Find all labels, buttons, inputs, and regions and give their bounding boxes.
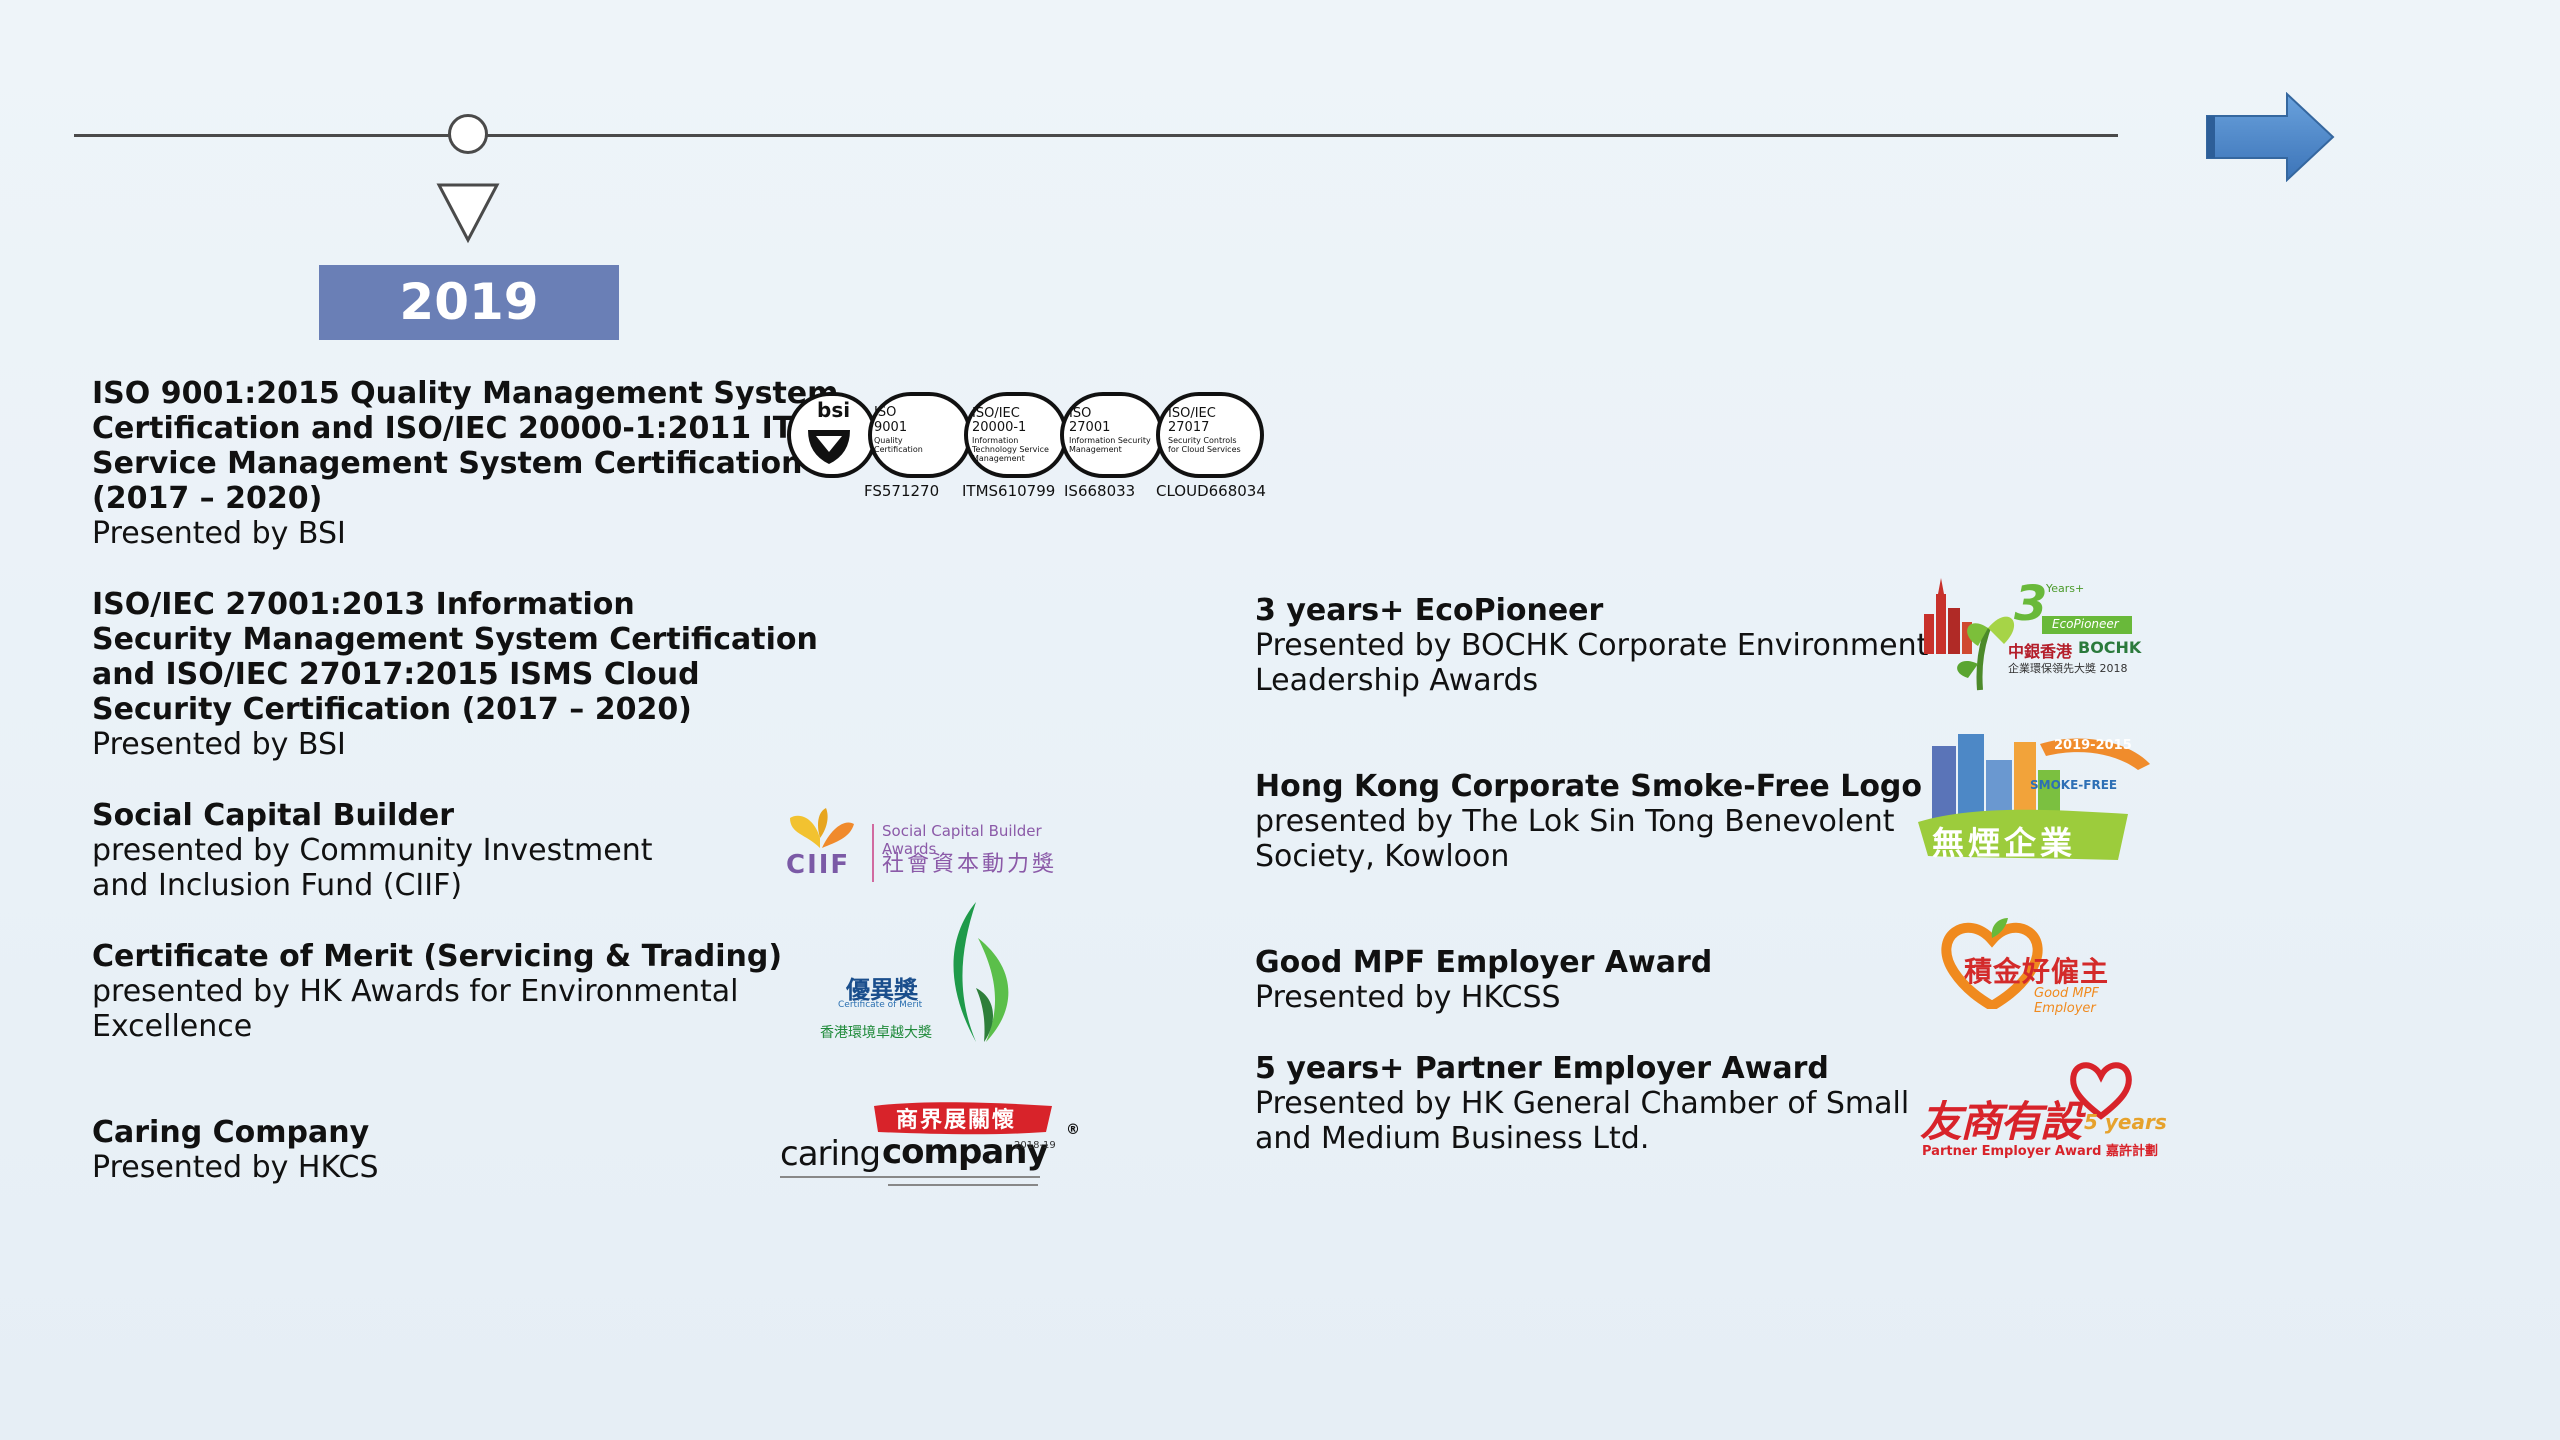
smoke-free-logo: 2019-2015 SMOKE-FREE 無煙企業 — [1918, 730, 2158, 865]
ciif-logo: CIIF Social Capital Builder Awards 社會資本動… — [782, 804, 1092, 889]
award-presenter: presented by The Lok Sin Tong Benevolent… — [1255, 804, 1895, 874]
partner-years: 5 years — [2084, 1110, 2167, 1134]
ciif-mark: CIIF — [786, 850, 851, 880]
cert-std: ISO — [1069, 406, 1092, 421]
cert-code: FS571270 — [864, 482, 940, 500]
company-word: company — [882, 1132, 1049, 1172]
award-presenter: Presented by HKCSS — [1255, 980, 1561, 1015]
cert-num: 27001 — [1069, 420, 1111, 435]
award-presenter: Presented by BOCHK Corporate Environment… — [1255, 628, 1929, 698]
partner-employer-logo: 友商有設 5 years Partner Employer Award 嘉許計劃 — [1918, 1060, 2168, 1160]
partner-chinese: 友商有設 — [1920, 1097, 2082, 1146]
award-title: Caring Company — [92, 1115, 370, 1150]
cert-num: 27017 — [1168, 420, 1210, 435]
award-title: 3 years+ EcoPioneer — [1255, 593, 1604, 628]
ciif-chinese: 社會資本動力獎 — [882, 852, 1058, 877]
brush-stroke-icon — [874, 1102, 1052, 1135]
triangle-down-icon — [436, 183, 500, 244]
ecopioneer-brand: BOCHK — [2078, 638, 2142, 657]
cert-code: CLOUD668034 — [1156, 482, 1266, 500]
eco-merit-logo: 優異獎 Certificate of Merit 香港環境卓越大獎 — [816, 898, 1031, 1048]
ecopioneer-years: 3 — [2014, 576, 2048, 632]
caring-year: 2018-19 — [1014, 1140, 1056, 1151]
merit-chinese-sub: 香港環境卓越大獎 — [820, 1025, 932, 1041]
cert-code: ITMS610799 — [962, 482, 1056, 500]
award-title: Hong Kong Corporate Smoke-Free Logo — [1255, 769, 1923, 804]
arrow-right-icon[interactable] — [2205, 92, 2335, 182]
award-iso27001: ISO/IEC 27001:2013 Information Security … — [92, 587, 818, 762]
award-title: ISO/IEC 27001:2013 Information Security … — [92, 587, 818, 727]
heart-apple-icon — [1941, 918, 2043, 1009]
award-social-capital-builder: Social Capital Builder presented by Comm… — [92, 798, 653, 903]
ecopioneer-years-label: Years+ — [2046, 582, 2085, 595]
cert-code: IS668033 — [1064, 482, 1136, 500]
award-partner-employer: 5 years+ Partner Employer Award Presente… — [1255, 1051, 1909, 1156]
award-caring-company: Caring Company Presented by HKCS — [92, 1115, 379, 1185]
heart-icon — [2070, 1062, 2132, 1120]
award-title: Good MPF Employer Award — [1255, 945, 1713, 980]
cert-desc: Quality Certification — [874, 436, 923, 454]
butterfly-icon — [790, 808, 854, 848]
ecopioneer-english: EcoPioneer — [2052, 617, 2119, 631]
award-title: Certificate of Merit (Servicing & Tradin… — [92, 939, 783, 974]
award-presenter: presented by Community Investment and In… — [92, 833, 653, 903]
cert-std: ISO/IEC — [972, 406, 1020, 421]
partner-english: Partner Employer Award 嘉許計劃 — [1922, 1144, 2159, 1159]
award-certificate-of-merit: Certificate of Merit (Servicing & Tradin… — [92, 939, 782, 1044]
award-ecopioneer: 3 years+ EcoPioneer Presented by BOCHK C… — [1255, 593, 1928, 698]
bsi-kitemark-icon — [787, 392, 1264, 478]
smoke-free-chinese: 無煙企業 — [1932, 824, 2077, 862]
smoke-free-city-icon — [1918, 734, 2150, 860]
award-presenter: Presented by HK General Chamber of Small… — [1255, 1086, 1910, 1156]
caring-chinese: 商界展關懷 — [896, 1108, 1017, 1133]
city-tree-icon — [1924, 578, 2015, 691]
ciif-english: Social Capital Builder Awards — [882, 822, 1042, 858]
award-title: 5 years+ Partner Employer Award — [1255, 1051, 1829, 1086]
award-presenter: Presented by BSI — [92, 516, 346, 551]
smoke-free-years: 2019-2015 — [2054, 738, 2132, 753]
ecopioneer-sub: 企業環保領先大獎 2018 — [2008, 662, 2128, 675]
registered-icon: ® — [1066, 1122, 1080, 1138]
cert-desc: Security Controls for Cloud Services — [1168, 436, 1241, 454]
bsi-brand: bsi — [817, 398, 851, 422]
award-title: Social Capital Builder — [92, 798, 454, 833]
ecopioneer-logo: 3 Years+ EcoPioneer 中銀香港 BOCHK 企業環保領先大獎 … — [1918, 574, 2142, 694]
cert-desc: Information Technology Service Managemen… — [972, 436, 1049, 463]
year-badge: 2019 — [319, 265, 619, 340]
cert-num: 20000-1 — [972, 420, 1027, 435]
mpf-english: Good MPF Employer — [2034, 986, 2099, 1016]
cert-num: 9001 — [874, 420, 908, 435]
award-smoke-free: Hong Kong Corporate Smoke-Free Logo pres… — [1255, 769, 1922, 874]
award-presenter: Presented by HKCS — [92, 1150, 379, 1185]
cert-desc: Information Security Management — [1069, 436, 1151, 454]
award-presenter: Presented by BSI — [92, 727, 346, 762]
award-iso9001: ISO 9001:2015 Quality Management System … — [92, 376, 838, 551]
ecopioneer-bank-chinese: 中銀香港 — [2008, 642, 2073, 661]
bsi-certification-logo: bsi ISO 9001 Quality Certification ISO/I… — [786, 390, 1266, 505]
leaf-icon — [953, 902, 1009, 1042]
caring-company-logo: 商界展關懷 caring company 2018-19 ® — [778, 1100, 1098, 1195]
cert-std: ISO — [874, 405, 897, 420]
merit-chinese: 優異獎 — [846, 976, 918, 1004]
merit-english: Certificate of Merit — [838, 1000, 923, 1010]
mpf-chinese: 積金好僱主 — [1964, 955, 2110, 988]
award-presenter: presented by HK Awards for Environmental… — [92, 974, 739, 1044]
award-title: ISO 9001:2015 Quality Management System … — [92, 376, 839, 516]
timeline-line — [74, 134, 2118, 137]
timeline-node-icon[interactable] — [448, 114, 488, 154]
smoke-free-english: SMOKE-FREE — [2030, 778, 2118, 792]
good-mpf-employer-logo: 積金好僱主 Good MPF Employer — [1938, 914, 2158, 1016]
caring-word: caring — [780, 1134, 881, 1174]
cert-std: ISO/IEC — [1168, 406, 1216, 421]
award-good-mpf-employer: Good MPF Employer Award Presented by HKC… — [1255, 945, 1712, 1015]
